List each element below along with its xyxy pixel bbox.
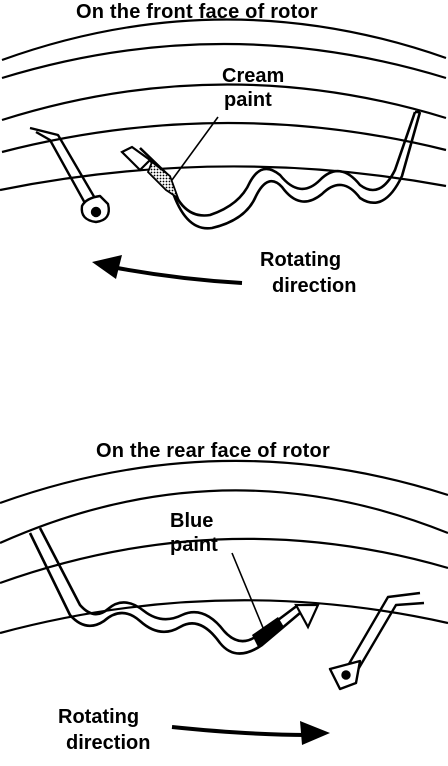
rear-rotor-drawing	[0, 459, 448, 745]
rear-right-clip	[328, 591, 425, 691]
front-rotor-rings	[0, 18, 447, 192]
front-paint-label-line1: Cream	[222, 65, 285, 87]
rear-arrow-tip	[294, 603, 320, 630]
front-paint-label-line2: paint	[224, 89, 272, 111]
front-face-diagram: On the front face of rotor Cream paint R…	[0, 1, 447, 297]
rear-paint-label-line1: Blue	[170, 510, 214, 532]
rear-title: On the rear face of rotor	[96, 440, 330, 462]
rear-spring	[28, 527, 301, 655]
front-rotation-arrow-shaft	[111, 265, 243, 285]
rear-rotation-arrowhead	[300, 721, 330, 745]
front-arrow-tip	[120, 145, 152, 172]
rear-paint-label-line2: paint	[170, 534, 218, 556]
front-title: On the front face of rotor	[76, 1, 318, 23]
rear-face-diagram: On the rear face of rotor Blue paint Rot…	[0, 383, 448, 766]
rear-rotating-label-line1: Rotating	[58, 706, 140, 728]
front-left-clip	[29, 126, 110, 224]
front-rotating-label-line1: Rotating	[260, 249, 342, 271]
front-rotation-arrowhead	[92, 255, 122, 279]
rear-paint-mark	[252, 617, 284, 647]
rear-rotation-arrow-shaft	[171, 725, 309, 737]
front-rotor-drawing	[0, 18, 447, 285]
front-paint-mark	[146, 160, 180, 201]
front-rotating-label-line2: direction	[272, 275, 357, 297]
rear-rotor-rings	[0, 459, 448, 635]
front-paint-leader	[171, 116, 219, 181]
rear-paint-leader	[231, 552, 267, 636]
rear-rotating-label-line2: direction	[66, 732, 151, 754]
front-spring	[139, 110, 422, 230]
